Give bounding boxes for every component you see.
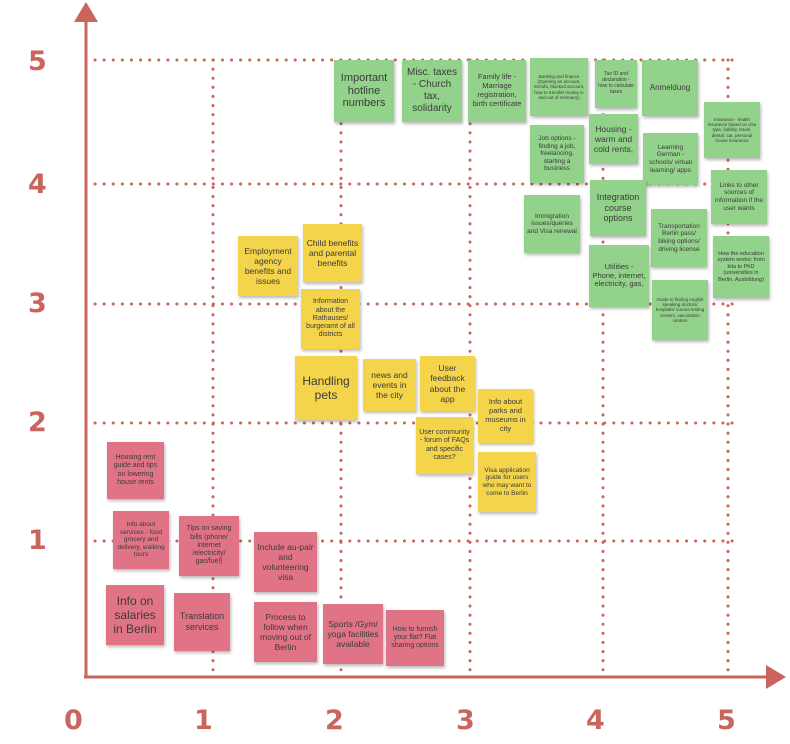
sticky-note[interactable]: Immigration issues/queries and Visa rene… xyxy=(524,195,580,253)
sticky-note[interactable]: Info on salaries in Berlin xyxy=(106,585,164,645)
sticky-note[interactable]: Housing - warm and cold rents, xyxy=(589,114,638,164)
sticky-note[interactable]: User feedback about the app xyxy=(420,356,475,411)
sticky-note[interactable]: User community - forum of FAQs and speci… xyxy=(416,417,473,474)
y-tick-label: 5 xyxy=(28,46,47,77)
sticky-note[interactable]: Transportation Berlin pass/ biking optio… xyxy=(651,209,707,267)
sticky-note[interactable]: Integration course options xyxy=(590,180,646,236)
sticky-note[interactable]: Guide to finding english speaking doctor… xyxy=(652,280,708,340)
x-tick-label: 0 xyxy=(64,705,83,736)
sticky-note[interactable]: Child benefits and parental benefits xyxy=(303,224,362,282)
y-tick-label: 2 xyxy=(28,407,47,438)
sticky-note[interactable]: Info about parks and museums in city xyxy=(478,389,533,443)
sticky-note[interactable]: Family life - Marriage registration, bir… xyxy=(468,60,526,122)
y-tick-label: 3 xyxy=(28,288,47,319)
sticky-note[interactable]: Sports /Gym/ yoga facilities available xyxy=(323,604,383,664)
x-tick-label: 5 xyxy=(717,705,736,736)
x-tick-label: 3 xyxy=(456,705,475,736)
x-tick-label: 1 xyxy=(194,705,213,736)
sticky-note[interactable]: Information about the Rathauses/ burgera… xyxy=(301,289,360,349)
sticky-note[interactable]: Housing rent guide and tips on lowering … xyxy=(107,442,164,499)
sticky-note[interactable]: Learning German - schools/ virtual learn… xyxy=(643,133,698,185)
y-tick-label: 1 xyxy=(28,525,47,556)
sticky-note[interactable]: Tips on saving bills (phone/ internet /e… xyxy=(179,516,239,576)
x-tick-label: 4 xyxy=(586,705,605,736)
sticky-note[interactable]: Process to follow when moving out of Ber… xyxy=(254,602,317,662)
sticky-note[interactable]: Links to other sources of information if… xyxy=(711,170,767,224)
sticky-note[interactable]: Info about services - food grocery and d… xyxy=(113,511,169,569)
sticky-note[interactable]: Translation services xyxy=(174,593,230,651)
sticky-note[interactable]: Anmeldung xyxy=(642,60,698,116)
sticky-note[interactable]: Tax ID and declaration - how to calculat… xyxy=(595,60,637,108)
x-tick-label: 2 xyxy=(325,705,344,736)
sticky-note[interactable]: Utilities - Phone, internet, electricity… xyxy=(589,245,649,307)
y-axis-arrow-icon xyxy=(74,2,98,22)
sticky-note[interactable]: Job options - finding a job, freelancing… xyxy=(530,125,584,183)
y-tick-label: 4 xyxy=(28,169,47,200)
sticky-note[interactable]: How the education system works: from kit… xyxy=(713,236,769,298)
sticky-note[interactable]: Employment agency benefits and issues xyxy=(238,236,298,296)
x-axis-arrow-icon xyxy=(766,665,786,689)
sticky-note[interactable]: Important hotline numbers xyxy=(334,60,394,122)
sticky-note[interactable]: Include au-pair and volunteering visa xyxy=(254,532,317,592)
sticky-note[interactable]: news and events in the city xyxy=(363,359,416,411)
sticky-note[interactable]: Insurance - health insurance based on vi… xyxy=(704,102,760,158)
sticky-note[interactable]: Misc. taxes - Church tax, solidarity xyxy=(402,60,462,122)
sticky-note[interactable]: Visa application guide for users who may… xyxy=(478,452,536,512)
sticky-note[interactable]: Banking and finance (Opening an account,… xyxy=(530,58,588,116)
sticky-note[interactable]: Handling pets xyxy=(295,356,357,420)
sticky-note[interactable]: How to furnish your flat? Flat sharing o… xyxy=(386,610,444,666)
